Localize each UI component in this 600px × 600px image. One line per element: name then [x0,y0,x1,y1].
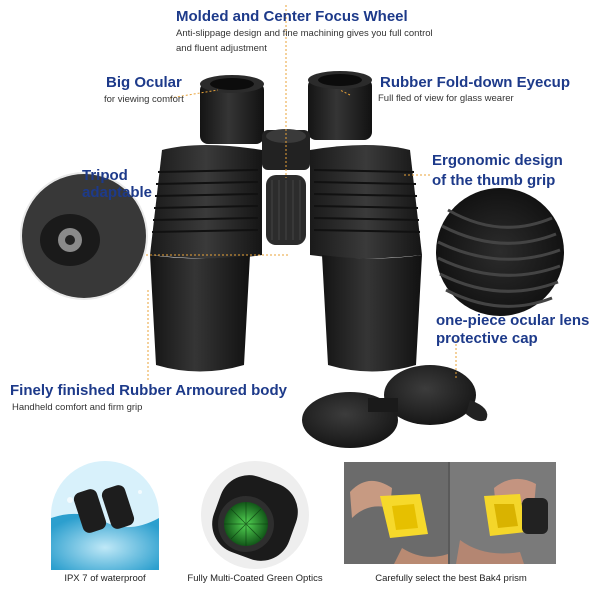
thumb-grip-inset [436,188,564,316]
focus-wheel-desc-line1: Anti-slippage design and fine machining … [176,28,433,39]
left-eyepiece [200,75,264,144]
tripod-title-line2: adaptable [82,184,153,201]
armour-desc: Handheld comfort and firm grip [12,402,143,413]
binoculars-illustration [20,5,564,448]
eyecup-desc: Full fled of view for glass wearer [378,93,514,104]
tripod-socket-inset [20,172,148,300]
lens-cap-title-line2: protective cap [436,330,538,347]
waterproof-panel [51,461,159,570]
leader-lines [146,5,457,380]
thumb-grip-title-line1: Ergonomic design [432,152,563,169]
green-optics-panel [201,461,309,569]
left-body [150,145,262,372]
eyecup-title: Rubber Fold-down Eyecup [380,74,570,91]
focus-wheel-desc-line2: and fluent adjustment [176,43,267,54]
lens-cap-title-line1: one-piece ocular lens [436,312,590,329]
thumb-grip-title-line2: of the thumb grip [432,172,556,189]
armour-title: Finely finished Rubber Armoured body [10,382,287,399]
big-ocular-desc: for viewing comfort [104,94,184,105]
right-body [310,145,422,372]
big-ocular-title: Big Ocular [106,74,182,91]
tripod-title-line1: Tripod [82,167,128,184]
right-eyepiece [308,71,372,140]
ocular-lens-cap [302,365,488,448]
green-optics-caption: Fully Multi-Coated Green Optics [187,573,323,584]
bak4-prism-panel [344,462,556,564]
focus-wheel-title: Molded and Center Focus Wheel [176,8,408,25]
bak4-prism-caption: Carefully select the best Bak4 prism [375,573,527,584]
waterproof-caption: IPX 7 of waterproof [64,573,146,584]
